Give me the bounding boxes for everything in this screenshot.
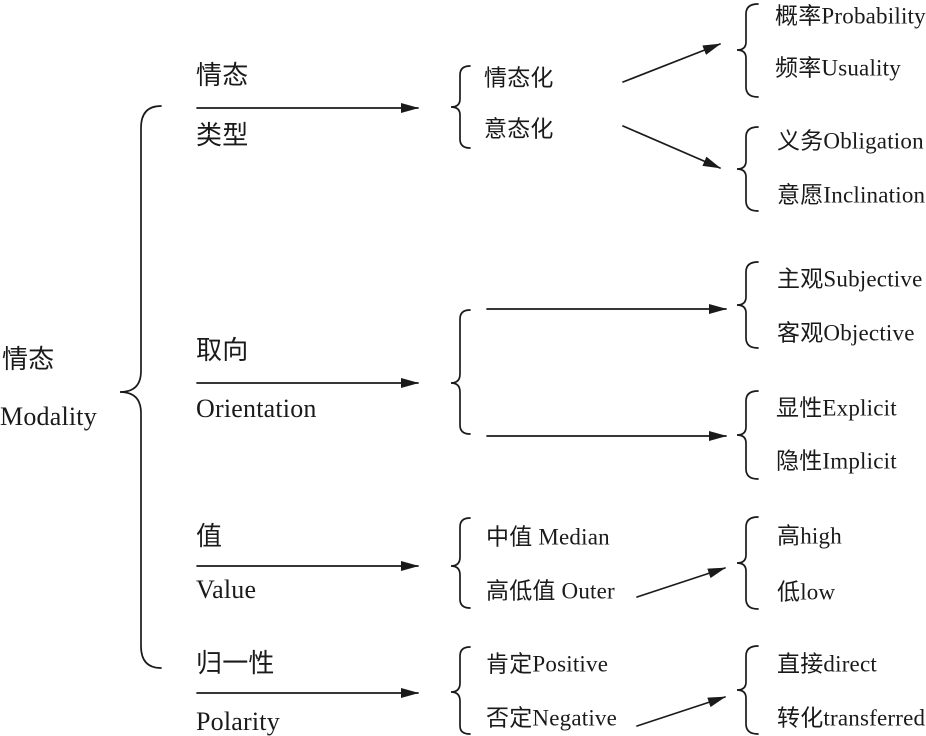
branch-polarity-label-bottom: Polarity	[196, 707, 280, 736]
node-modalization: 情态化	[484, 65, 554, 91]
root-brace	[119, 105, 162, 669]
direct-transferred-brace	[736, 645, 759, 735]
leaf-obligation: 义务Obligation	[777, 128, 924, 154]
root-label-en: Modality	[0, 402, 97, 431]
leaf-inclination: 意愿Inclination	[777, 182, 926, 208]
obligation-inclination-brace	[736, 126, 759, 212]
polarity-mid-brace	[450, 646, 471, 735]
node-positive: 肯定Positive	[486, 651, 609, 677]
node-median: 中值 Median	[486, 524, 610, 550]
modulation-leaf-arrow	[622, 125, 721, 169]
leaf-low: 低low	[777, 579, 836, 605]
leaf-high: 高high	[777, 523, 842, 549]
orientation-mid-brace	[450, 309, 471, 435]
root-label-zh: 情态	[2, 345, 55, 374]
high-low-brace	[736, 516, 759, 610]
explicit-implicit-brace	[736, 390, 759, 480]
leaf-transferred: 转化transferred	[777, 705, 926, 731]
value-mid-brace	[450, 517, 471, 609]
negative-leaf-arrow	[636, 696, 726, 727]
branch-orientation-label-top: 取向	[196, 336, 249, 365]
type-mid-brace	[450, 65, 471, 149]
branch-type-label-top: 情态	[196, 61, 249, 90]
branch-type-label-bottom: 类型	[196, 121, 249, 150]
subjective-objective-brace	[736, 261, 759, 349]
modalization-leaf-arrow	[622, 43, 721, 83]
branch-value-label-top: 值	[196, 522, 223, 551]
branch-value-label-bottom: Value	[196, 575, 257, 604]
probability-usuality-brace	[736, 3, 759, 98]
outer-leaf-arrow	[636, 567, 726, 598]
leaf-implicit: 隐性Implicit	[776, 448, 897, 474]
leaf-probability: 概率Probability	[775, 3, 926, 29]
leaf-explicit: 显性Explicit	[776, 395, 897, 421]
leaf-direct: 直接direct	[777, 651, 877, 677]
leaf-subjective: 主观Subjective	[777, 266, 923, 292]
node-negative: 否定Negative	[486, 705, 618, 731]
branch-orientation-label-bottom: Orientation	[196, 394, 317, 423]
node-outer: 高低值 Outer	[486, 578, 615, 604]
node-modulation: 意态化	[484, 116, 554, 142]
leaf-usuality: 频率Usuality	[775, 55, 901, 81]
leaf-objective: 客观Objective	[777, 320, 915, 346]
branch-polarity-label-top: 归一性	[196, 649, 275, 678]
